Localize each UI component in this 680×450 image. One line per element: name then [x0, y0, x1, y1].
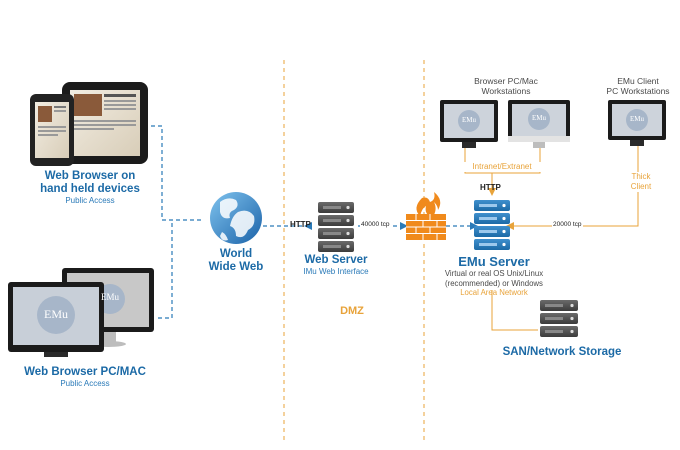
- browser-workstations-line1: Browser PC/Mac: [474, 76, 538, 86]
- globe-icon: [210, 192, 262, 244]
- arrow-client-left: [506, 222, 514, 230]
- san-storage-title: SAN/Network Storage: [502, 346, 622, 358]
- pc-mac-label: Web Browser PC/MAC Public Access: [10, 366, 160, 389]
- web-server-rack-icon: [318, 202, 354, 252]
- lan-label: Local Area Network: [460, 288, 528, 297]
- pc-mac-title: Web Browser PC/MAC: [24, 366, 146, 378]
- handheld-title-line2: hand held devices: [40, 183, 140, 195]
- connector-client-emu: [512, 142, 639, 227]
- emu-client-line1: EMu Client: [617, 76, 659, 86]
- screen-logo-emu: EMu: [630, 115, 644, 123]
- arrow-to-firewall: [400, 222, 408, 230]
- thick-client-line1: Thick: [631, 172, 651, 181]
- screen-logo-emu: EMu: [101, 292, 119, 302]
- browser-workstations-line2: Workstations: [481, 86, 531, 96]
- emu-server-desc-line2: (recommended) or Windows: [445, 278, 543, 288]
- connector-browser-workstations: [464, 147, 541, 174]
- handheld-label: Web Browser on hand held devices Public …: [20, 170, 160, 206]
- pc-mac-subtitle: Public Access: [60, 379, 110, 388]
- dmz-zone-label: DMZ: [340, 305, 364, 317]
- screen-logo-emu: EMu: [462, 116, 476, 124]
- thick-client-label: Thick Client: [628, 172, 654, 192]
- thick-client-line2: Client: [630, 182, 652, 191]
- web-server-label: Web Server IMu Web Interface: [296, 254, 376, 277]
- emu-client-monitor-icon: [608, 100, 666, 146]
- firewall-icon: [406, 192, 446, 240]
- http-label-www: HTTP: [290, 220, 311, 229]
- web-server-title: Web Server: [304, 254, 368, 266]
- browser-workstation-monitors-icon: [440, 100, 570, 148]
- www-title-line1: World: [219, 248, 253, 260]
- handheld-title-line1: Web Browser on: [44, 170, 136, 182]
- connector-pc-www: [158, 220, 173, 319]
- port-40000-label: 40000 tcp: [360, 221, 391, 228]
- arrow-intranet-down: [488, 188, 496, 196]
- arrow-to-emu-server: [470, 222, 478, 230]
- screen-logo-emu: EMu: [44, 307, 68, 321]
- pc-mac-monitors-icon: [8, 268, 154, 357]
- emu-server-title: EMu Server: [458, 254, 530, 269]
- emu-client-line2: PC Workstations: [606, 86, 670, 96]
- arrow-to-webserver: [304, 222, 312, 230]
- http-label-emu: HTTP: [480, 183, 501, 192]
- tablet-devices-icon: [30, 82, 148, 166]
- connector-emu-san: [491, 290, 538, 331]
- web-server-subtitle: IMu Web Interface: [303, 267, 369, 276]
- www-title-line2: Wide Web: [208, 261, 264, 273]
- emu-server-label: EMu Server Virtual or real OS Unix/Linux…: [442, 254, 546, 298]
- connector-handheld-www: [144, 125, 203, 221]
- emu-server-rack-icon: [474, 200, 510, 250]
- www-label: World Wide Web: [196, 248, 276, 274]
- emu-client-label: EMu Client PC Workstations: [596, 76, 680, 96]
- intranet-extranet-label: Intranet/Extranet: [460, 162, 544, 172]
- san-storage-icon: [540, 300, 578, 337]
- screen-logo-emu: EMu: [532, 114, 546, 122]
- port-20000-label: 20000 tcp: [552, 221, 583, 228]
- handheld-subtitle: Public Access: [65, 196, 115, 205]
- browser-workstations-label: Browser PC/Mac Workstations: [456, 76, 556, 96]
- emu-server-desc-line1: Virtual or real OS Unix/Linux: [444, 269, 544, 278]
